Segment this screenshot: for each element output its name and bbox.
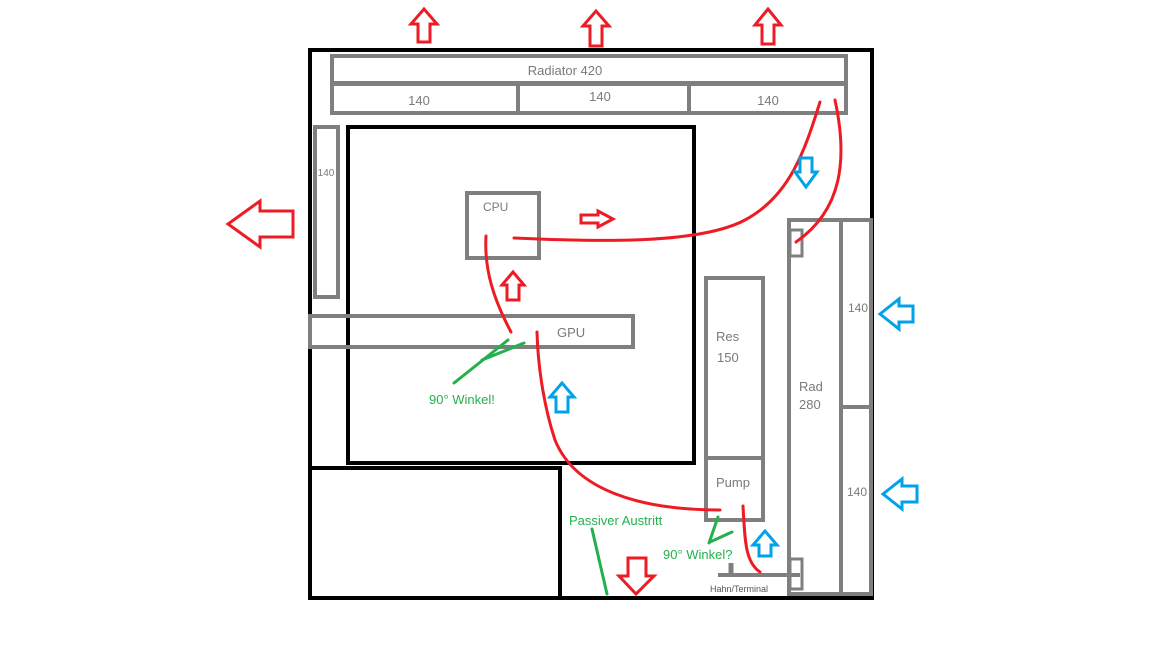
pump bbox=[704, 456, 765, 522]
passive-exit-pointer bbox=[590, 527, 609, 596]
pump-label: Pump bbox=[716, 475, 750, 490]
intake-arrow-up-gpu bbox=[546, 380, 578, 414]
fan-side-2 bbox=[839, 405, 873, 596]
angle-gpu-note: 90° Winkel! bbox=[429, 392, 495, 407]
fan-rear-label: 140 bbox=[318, 168, 335, 179]
passive-exit-note: Passiver Austritt bbox=[569, 513, 663, 528]
reservoir-label: Res bbox=[716, 329, 740, 344]
fan-rear bbox=[313, 125, 340, 299]
angle-pump-pointer bbox=[707, 515, 720, 545]
fan-top-2-label: 140 bbox=[589, 89, 611, 104]
radiator-top-label: Radiator 420 bbox=[528, 63, 602, 78]
intake-arrow-up-pump bbox=[749, 528, 781, 558]
exhaust-arrow-down bbox=[615, 556, 658, 597]
fan-top-3 bbox=[687, 82, 848, 115]
radiator-port-top bbox=[788, 228, 804, 258]
exhaust-arrow-up-3 bbox=[751, 6, 785, 46]
fan-side-1-label: 140 bbox=[848, 301, 868, 315]
exhaust-arrow-up-1 bbox=[407, 6, 441, 44]
tap-label: Hahn/Terminal bbox=[710, 584, 768, 594]
airflow-arrow-right-cpu bbox=[579, 208, 617, 230]
exhaust-arrow-up-2 bbox=[579, 8, 613, 48]
fan-side-2-label: 140 bbox=[847, 485, 867, 499]
tubing bbox=[484, 98, 843, 574]
angle-gpu-pointer-tick bbox=[480, 341, 526, 362]
intake-arrow-down bbox=[792, 156, 820, 190]
cpu-block bbox=[465, 191, 541, 260]
intake-arrow-left-1 bbox=[877, 295, 915, 333]
mainboard bbox=[346, 125, 696, 465]
intake-arrow-left-2 bbox=[880, 475, 919, 513]
airflow-arrow-up-gpu bbox=[498, 269, 528, 302]
angle-pump-pointer-tick bbox=[708, 530, 734, 544]
gpu-label: GPU bbox=[557, 325, 585, 340]
tube-gpu-to-cpu bbox=[484, 234, 513, 334]
fan-top-3-label: 140 bbox=[757, 93, 779, 108]
tube-pump-to-tap bbox=[741, 504, 762, 574]
angle-pump-note: 90° Winkel? bbox=[663, 547, 733, 562]
reservoir bbox=[704, 276, 765, 460]
psu-shroud bbox=[308, 466, 562, 600]
cpu-label: CPU bbox=[483, 200, 508, 214]
reservoir-size: 150 bbox=[717, 350, 739, 365]
fan-top-1-label: 140 bbox=[408, 93, 430, 108]
radiator-side-size: 280 bbox=[799, 397, 821, 412]
tube-pump-to-gpu bbox=[535, 330, 722, 512]
exhaust-arrow-left bbox=[225, 198, 295, 250]
tube-cpu-to-top-radiator bbox=[512, 100, 822, 242]
tube-top-radiator-to-side-radiator bbox=[794, 98, 843, 244]
angle-gpu-pointer bbox=[452, 338, 510, 385]
gpu-card bbox=[308, 314, 635, 349]
radiator-side-label: Rad bbox=[799, 379, 823, 394]
